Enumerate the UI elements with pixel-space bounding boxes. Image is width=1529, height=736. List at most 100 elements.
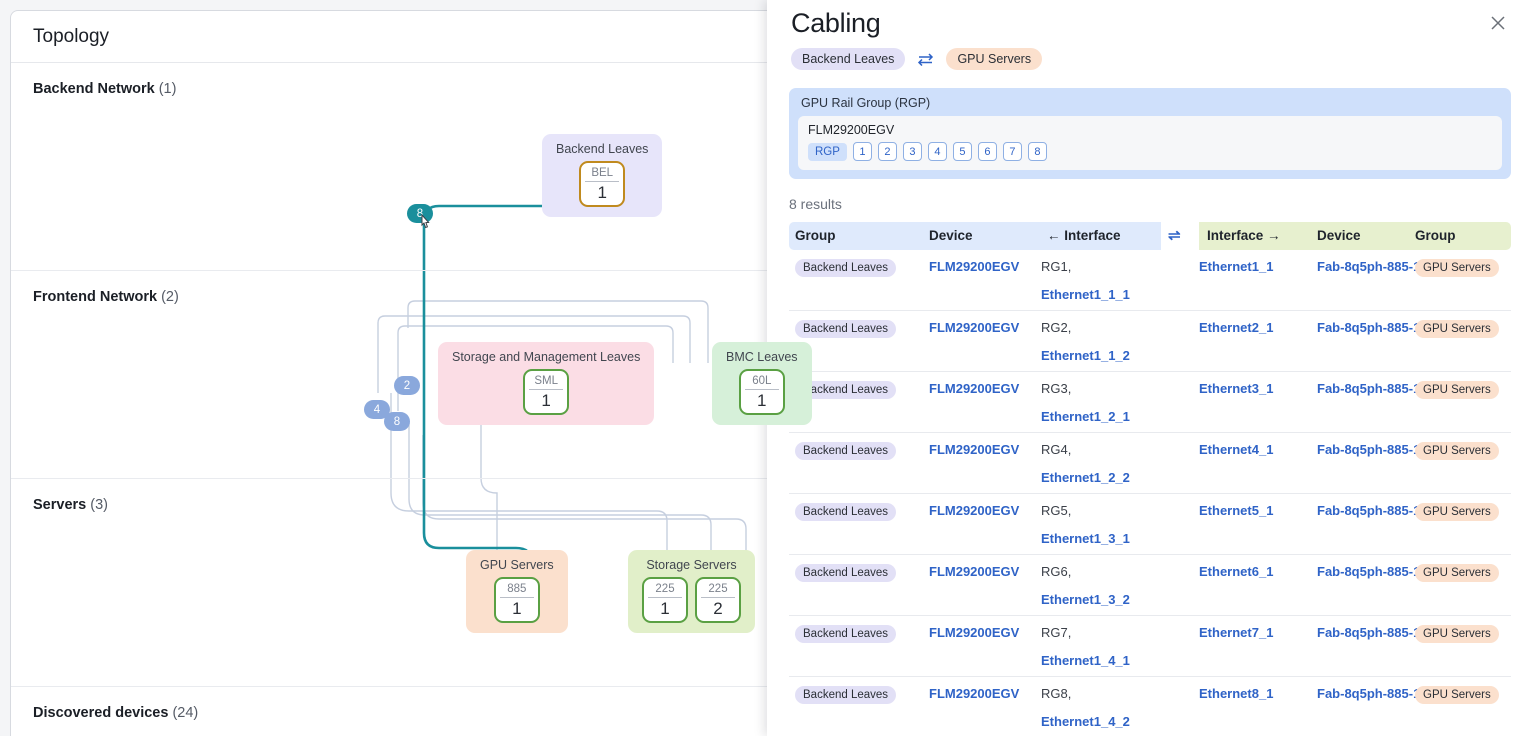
- rail-button-5[interactable]: 5: [952, 142, 972, 161]
- device-left-link[interactable]: FLM29200EGV: [929, 503, 1020, 518]
- topology-group-backend-leaves[interactable]: Backend Leaves BEL 1: [542, 134, 663, 217]
- interface-left-link[interactable]: Ethernet1_1_2: [1041, 348, 1130, 363]
- column-header-group-left[interactable]: Group: [795, 228, 836, 243]
- source-group-chip[interactable]: Backend Leaves: [791, 48, 906, 70]
- group-right-pill[interactable]: GPU Servers: [1415, 259, 1499, 277]
- interface-left-link[interactable]: Ethernet1_4_1: [1041, 653, 1130, 668]
- device-right-link[interactable]: Fab-8q5ph-885-1-1: [1317, 320, 1432, 335]
- interface-right-link[interactable]: Ethernet3_1: [1199, 381, 1274, 396]
- table-row[interactable]: Backend Leaves FLM29200EGV RG4, Ethernet…: [789, 433, 1511, 494]
- group-left-pill[interactable]: Backend Leaves: [795, 442, 897, 460]
- rail-button-3[interactable]: 3: [902, 142, 922, 161]
- topology-node-bel[interactable]: BEL 1: [579, 161, 626, 207]
- topology-group-storage-management-leaves[interactable]: Storage and Management Leaves SML 1: [438, 342, 655, 425]
- topology-node-225-1[interactable]: 225 1: [642, 577, 688, 623]
- device-right-link[interactable]: Fab-8q5ph-885-1-1: [1317, 381, 1432, 396]
- device-right-link[interactable]: Fab-8q5ph-885-1-1: [1317, 686, 1432, 701]
- device-right-link[interactable]: Fab-8q5ph-885-1-1: [1317, 564, 1432, 579]
- interface-left-link[interactable]: Ethernet1_4_2: [1041, 714, 1130, 729]
- topology-section-servers: Servers (3): [11, 479, 909, 687]
- table-row[interactable]: Backend Leaves FLM29200EGV RG6, Ethernet…: [789, 555, 1511, 616]
- group-right-pill[interactable]: GPU Servers: [1415, 442, 1499, 460]
- group-right-pill[interactable]: GPU Servers: [1415, 625, 1499, 643]
- interface-left-link[interactable]: Ethernet1_2_1: [1041, 409, 1130, 424]
- cell-interface-left: RG8, Ethernet1_4_2: [1041, 686, 1130, 729]
- swap-columns-icon[interactable]: ⇌: [1168, 227, 1181, 244]
- rail-button-8[interactable]: 8: [1027, 142, 1047, 161]
- topology-node-885[interactable]: 885 1: [493, 577, 540, 623]
- column-header-group-right[interactable]: Group: [1415, 228, 1456, 243]
- cell-group-left: Backend Leaves: [795, 625, 897, 643]
- dest-group-chip[interactable]: GPU Servers: [946, 48, 1043, 70]
- group-left-pill[interactable]: Backend Leaves: [795, 503, 897, 521]
- interface-left-primary: RG6,: [1041, 564, 1072, 579]
- interface-left-link[interactable]: Ethernet1_3_1: [1041, 531, 1130, 546]
- topology-node-60l[interactable]: 60L 1: [738, 369, 785, 415]
- section-title: Frontend Network: [33, 289, 158, 305]
- group-left-pill[interactable]: Backend Leaves: [795, 625, 897, 643]
- table-row[interactable]: Backend Leaves FLM29200EGV RG5, Ethernet…: [789, 494, 1511, 555]
- interface-right-link[interactable]: Ethernet2_1: [1199, 320, 1274, 335]
- group-left-pill[interactable]: Backend Leaves: [795, 686, 897, 704]
- column-header-interface-left[interactable]: ← Interface: [1047, 228, 1121, 243]
- device-right-link[interactable]: Fab-8q5ph-885-1-1: [1317, 503, 1432, 518]
- column-header-device-left[interactable]: Device: [929, 228, 973, 243]
- topology-node-225-2[interactable]: 225 2: [695, 577, 741, 623]
- swap-direction-icon[interactable]: [917, 52, 934, 66]
- edge-badge-8[interactable]: 8: [384, 412, 410, 431]
- rail-button-4[interactable]: 4: [927, 142, 947, 161]
- rail-button-7[interactable]: 7: [1002, 142, 1022, 161]
- group-left-pill[interactable]: Backend Leaves: [795, 564, 897, 582]
- device-left-link[interactable]: FLM29200EGV: [929, 259, 1020, 274]
- node-divider: [529, 389, 564, 390]
- group-left-pill[interactable]: Backend Leaves: [795, 381, 897, 399]
- interface-right-link[interactable]: Ethernet1_1: [1199, 259, 1274, 274]
- table-row[interactable]: Backend Leaves FLM29200EGV RG3, Ethernet…: [789, 372, 1511, 433]
- edge-badge-4[interactable]: 4: [364, 400, 390, 419]
- topology-group-storage-servers[interactable]: Storage Servers 225 1 225 2: [628, 550, 755, 633]
- table-row[interactable]: Backend Leaves FLM29200EGV RG8, Ethernet…: [789, 677, 1511, 736]
- group-left-pill[interactable]: Backend Leaves: [795, 259, 897, 277]
- device-left-link[interactable]: FLM29200EGV: [929, 381, 1020, 396]
- interface-right-link[interactable]: Ethernet7_1: [1199, 625, 1274, 640]
- close-button[interactable]: [1485, 10, 1511, 36]
- topology-group-bmc-leaves[interactable]: BMC Leaves 60L 1: [712, 342, 812, 425]
- interface-left-link[interactable]: Ethernet1_1_1: [1041, 287, 1130, 302]
- node-divider: [744, 389, 779, 390]
- device-right-link[interactable]: Fab-8q5ph-885-1-1: [1317, 259, 1432, 274]
- device-left-link[interactable]: FLM29200EGV: [929, 686, 1020, 701]
- group-right-pill[interactable]: GPU Servers: [1415, 503, 1499, 521]
- device-right-link[interactable]: Fab-8q5ph-885-1-1: [1317, 442, 1432, 457]
- group-right-pill[interactable]: GPU Servers: [1415, 686, 1499, 704]
- column-header-device-right[interactable]: Device: [1317, 228, 1361, 243]
- device-left-link[interactable]: FLM29200EGV: [929, 625, 1020, 640]
- interface-left-link[interactable]: Ethernet1_3_2: [1041, 592, 1130, 607]
- table-row[interactable]: Backend Leaves FLM29200EGV RG7, Ethernet…: [789, 616, 1511, 677]
- group-label: BMC Leaves: [726, 350, 798, 364]
- interface-left-link[interactable]: Ethernet1_2_2: [1041, 470, 1130, 485]
- group-right-pill[interactable]: GPU Servers: [1415, 320, 1499, 338]
- column-header-interface-right[interactable]: Interface →: [1207, 228, 1281, 243]
- interface-right-link[interactable]: Ethernet6_1: [1199, 564, 1274, 579]
- interface-right-link[interactable]: Ethernet8_1: [1199, 686, 1274, 701]
- rail-group-device-name: FLM29200EGV: [808, 123, 895, 137]
- interface-left-secondary-wrap: Ethernet1_2_2: [1041, 470, 1130, 485]
- interface-right-link[interactable]: Ethernet5_1: [1199, 503, 1274, 518]
- panel-scroll-area[interactable]: Cabling Backend Leaves GPU Servers: [767, 0, 1529, 736]
- group-left-pill[interactable]: Backend Leaves: [795, 320, 897, 338]
- table-row[interactable]: Backend Leaves FLM29200EGV RG2, Ethernet…: [789, 311, 1511, 372]
- group-right-pill[interactable]: GPU Servers: [1415, 381, 1499, 399]
- rail-button-2[interactable]: 2: [877, 142, 897, 161]
- group-right-pill[interactable]: GPU Servers: [1415, 564, 1499, 582]
- interface-right-link[interactable]: Ethernet4_1: [1199, 442, 1274, 457]
- edge-badge-2[interactable]: 2: [394, 376, 420, 395]
- rail-button-6[interactable]: 6: [977, 142, 997, 161]
- device-right-link[interactable]: Fab-8q5ph-885-1-1: [1317, 625, 1432, 640]
- device-left-link[interactable]: FLM29200EGV: [929, 320, 1020, 335]
- topology-node-sml[interactable]: SML 1: [523, 369, 570, 415]
- device-left-link[interactable]: FLM29200EGV: [929, 564, 1020, 579]
- topology-group-gpu-servers[interactable]: GPU Servers 885 1: [466, 550, 568, 633]
- table-row[interactable]: Backend Leaves FLM29200EGV RG1, Ethernet…: [789, 250, 1511, 311]
- device-left-link[interactable]: FLM29200EGV: [929, 442, 1020, 457]
- rail-button-1[interactable]: 1: [852, 142, 872, 161]
